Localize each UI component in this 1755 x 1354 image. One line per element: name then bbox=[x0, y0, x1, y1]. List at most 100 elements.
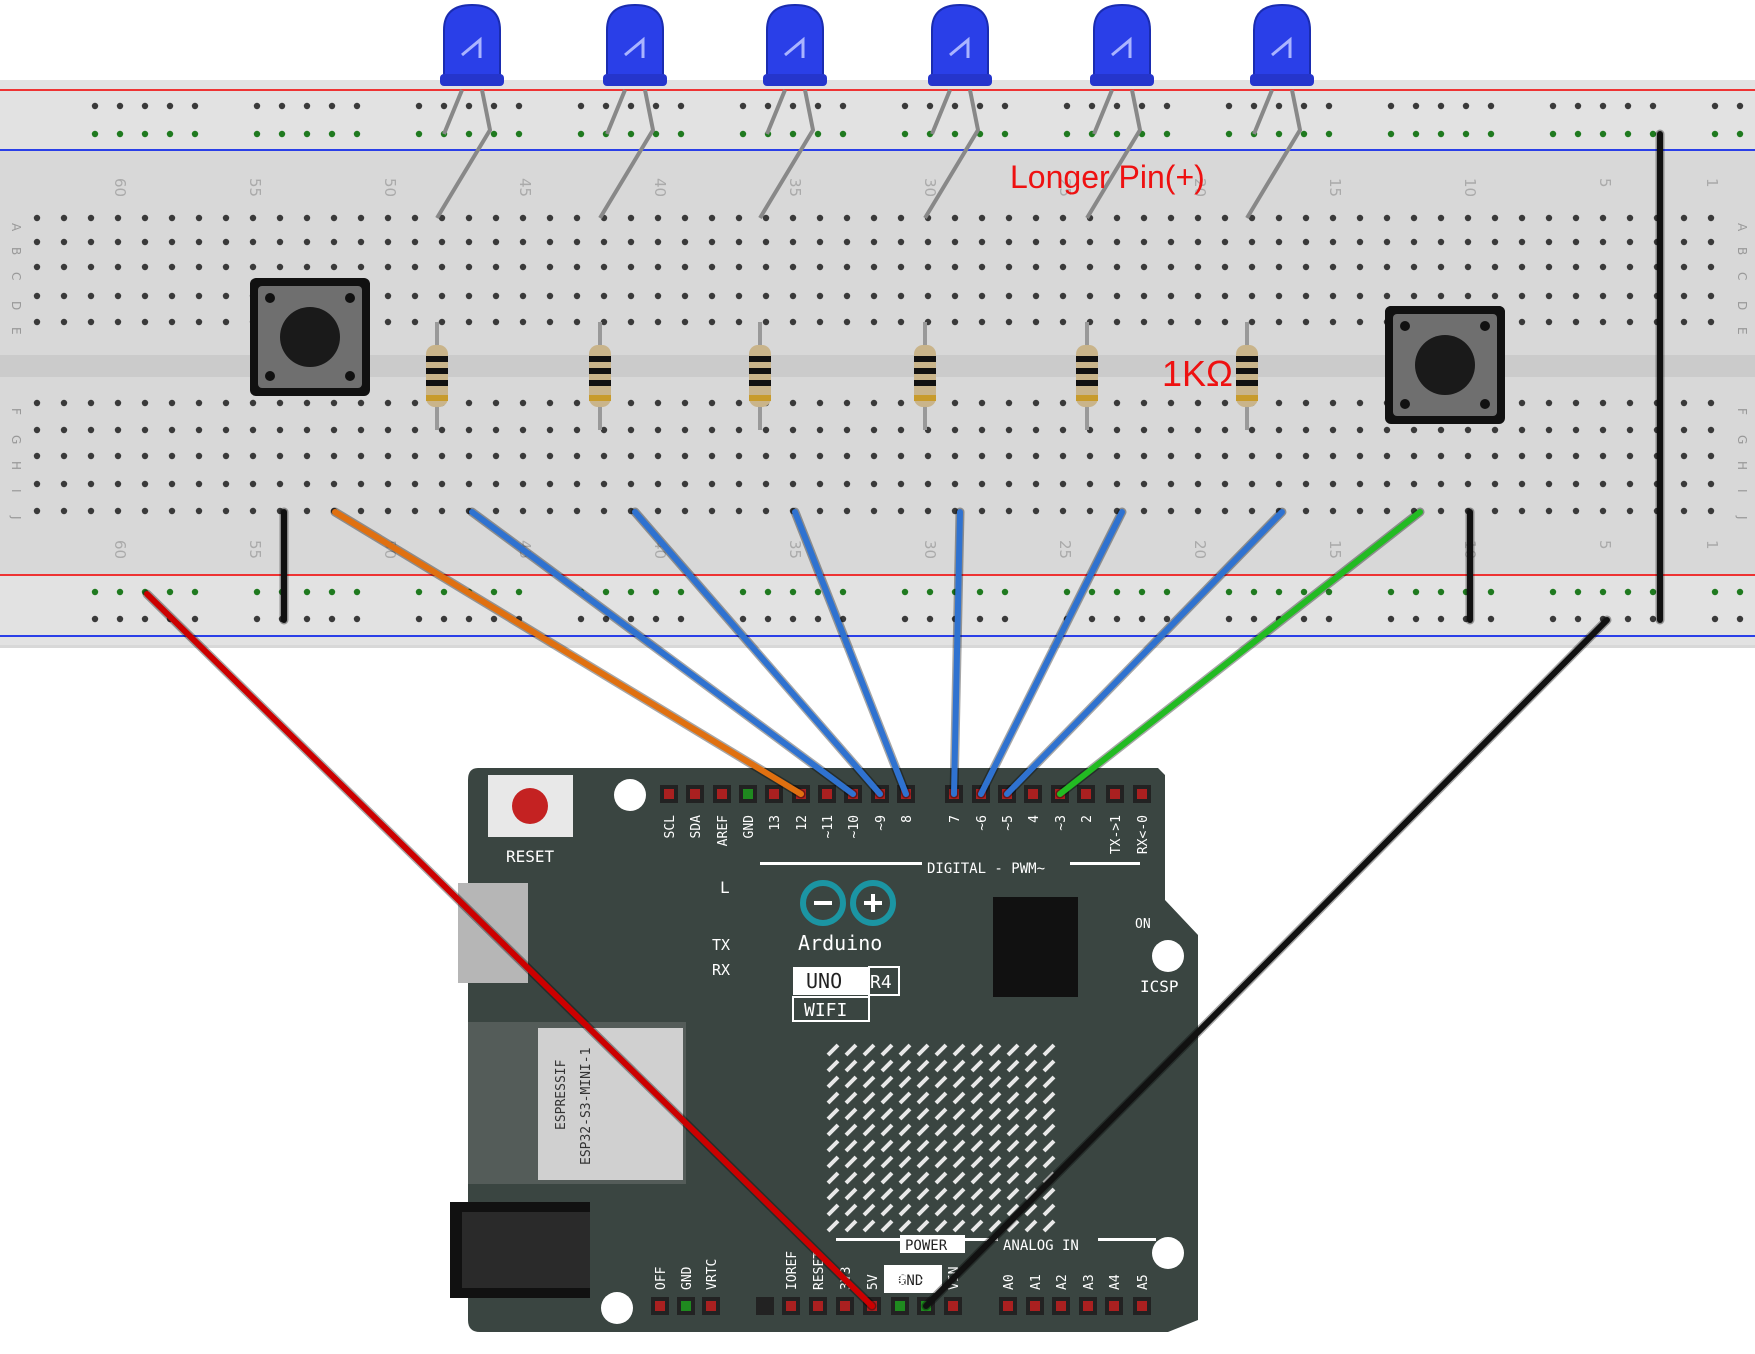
rail-hole bbox=[1736, 102, 1744, 110]
resistor-band bbox=[1076, 395, 1098, 401]
breadboard-hole bbox=[1221, 238, 1229, 246]
breadboard-hole bbox=[1005, 426, 1013, 434]
breadboard-hole bbox=[60, 507, 68, 515]
power-label: POWER bbox=[905, 1238, 948, 1254]
breadboard-hole bbox=[249, 238, 257, 246]
rail-hole bbox=[926, 588, 934, 596]
breadboard-hole bbox=[1302, 263, 1310, 271]
rail-hole bbox=[253, 102, 261, 110]
matrix-led bbox=[934, 1171, 948, 1185]
breadboard-hole bbox=[1545, 292, 1553, 300]
breadboard-hole bbox=[843, 318, 851, 326]
matrix-led bbox=[826, 1059, 840, 1073]
led-1 bbox=[435, 3, 504, 220]
rail-hole bbox=[303, 588, 311, 596]
breadboard-hole bbox=[1221, 263, 1229, 271]
breadboard-hole bbox=[1356, 452, 1364, 460]
rail-hole bbox=[1225, 130, 1233, 138]
breadboard-hole bbox=[924, 292, 932, 300]
breadboard-hole bbox=[1410, 292, 1418, 300]
rail-hole bbox=[1001, 102, 1009, 110]
breadboard-hole bbox=[1437, 507, 1445, 515]
matrix-led bbox=[934, 1155, 948, 1169]
rail-hole bbox=[1163, 588, 1171, 596]
breadboard-hole bbox=[897, 238, 905, 246]
rail-hole bbox=[353, 130, 361, 138]
breadboard-hole bbox=[600, 238, 608, 246]
matrix-led bbox=[1006, 1091, 1020, 1105]
breadboard-hole bbox=[735, 452, 743, 460]
breadboard-hole bbox=[1275, 263, 1283, 271]
matrix-led bbox=[844, 1139, 858, 1153]
breadboard-hole bbox=[141, 318, 149, 326]
breadboard-hole bbox=[546, 318, 554, 326]
pin-pad bbox=[717, 789, 727, 799]
breadboard-hole bbox=[789, 426, 797, 434]
breadboard-hole bbox=[1113, 318, 1121, 326]
matrix-led bbox=[988, 1203, 1002, 1217]
matrix-led bbox=[1042, 1091, 1056, 1105]
matrix-led bbox=[970, 1203, 984, 1217]
breadboard-hole bbox=[492, 452, 500, 460]
breadboard-hole bbox=[546, 263, 554, 271]
arduino-logo-icon bbox=[800, 880, 896, 926]
breadboard-hole bbox=[1356, 238, 1364, 246]
breadboard-hole bbox=[1329, 399, 1337, 407]
rail-hole bbox=[141, 102, 149, 110]
breadboard-hole bbox=[1248, 263, 1256, 271]
breadboard-hole bbox=[708, 214, 716, 222]
breadboard-hole bbox=[1059, 318, 1067, 326]
breadboard-hole bbox=[654, 318, 662, 326]
breadboard-hole bbox=[438, 426, 446, 434]
push-button-left[interactable] bbox=[250, 278, 370, 396]
row-letter-right: I bbox=[1735, 489, 1749, 493]
breadboard-hole bbox=[114, 399, 122, 407]
breadboard-hole bbox=[114, 214, 122, 222]
matrix-led bbox=[880, 1075, 894, 1089]
reset-button[interactable] bbox=[488, 775, 573, 837]
rail-hole bbox=[1649, 130, 1657, 138]
matrix-led bbox=[916, 1203, 930, 1217]
breadboard-hole bbox=[1356, 263, 1364, 271]
matrix-led bbox=[970, 1123, 984, 1137]
resistor-band bbox=[1236, 380, 1258, 386]
breadboard-hole bbox=[600, 507, 608, 515]
breadboard-hole bbox=[1275, 399, 1283, 407]
rail-hole bbox=[1387, 588, 1395, 596]
push-button-right[interactable] bbox=[1385, 306, 1505, 424]
wire-core bbox=[632, 509, 883, 797]
breadboard-hole bbox=[87, 426, 95, 434]
breadboard-hole bbox=[1572, 318, 1580, 326]
breadboard-hole bbox=[1356, 426, 1364, 434]
matrix-led bbox=[934, 1187, 948, 1201]
breadboard-hole bbox=[1086, 507, 1094, 515]
resistor-band bbox=[1236, 368, 1258, 374]
breadboard-hole bbox=[654, 399, 662, 407]
breadboard-hole bbox=[1221, 426, 1229, 434]
rail-hole bbox=[814, 615, 822, 623]
breadboard-hole bbox=[1059, 214, 1067, 222]
breadboard-hole bbox=[1167, 292, 1175, 300]
column-number: 35 bbox=[786, 540, 804, 559]
rail-hole bbox=[440, 588, 448, 596]
breadboard-hole bbox=[1383, 292, 1391, 300]
led-4 bbox=[923, 3, 992, 220]
breadboard-hole bbox=[1329, 507, 1337, 515]
breadboard-hole bbox=[816, 480, 824, 488]
variant-label: WIFI bbox=[804, 1000, 847, 1021]
column-number: 25 bbox=[1056, 178, 1074, 197]
breadboard-hole bbox=[492, 318, 500, 326]
breadboard-hole bbox=[681, 480, 689, 488]
breadboard-hole bbox=[1167, 426, 1175, 434]
breadboard-hole bbox=[222, 399, 230, 407]
breadboard-hole bbox=[1383, 507, 1391, 515]
led-body bbox=[931, 3, 989, 79]
rail-hole bbox=[1549, 588, 1557, 596]
rail-hole bbox=[91, 588, 99, 596]
breadboard-hole bbox=[546, 452, 554, 460]
matrix-led bbox=[952, 1043, 966, 1057]
pin-label: ~5 bbox=[1001, 815, 1016, 831]
resistor-band bbox=[914, 368, 936, 374]
